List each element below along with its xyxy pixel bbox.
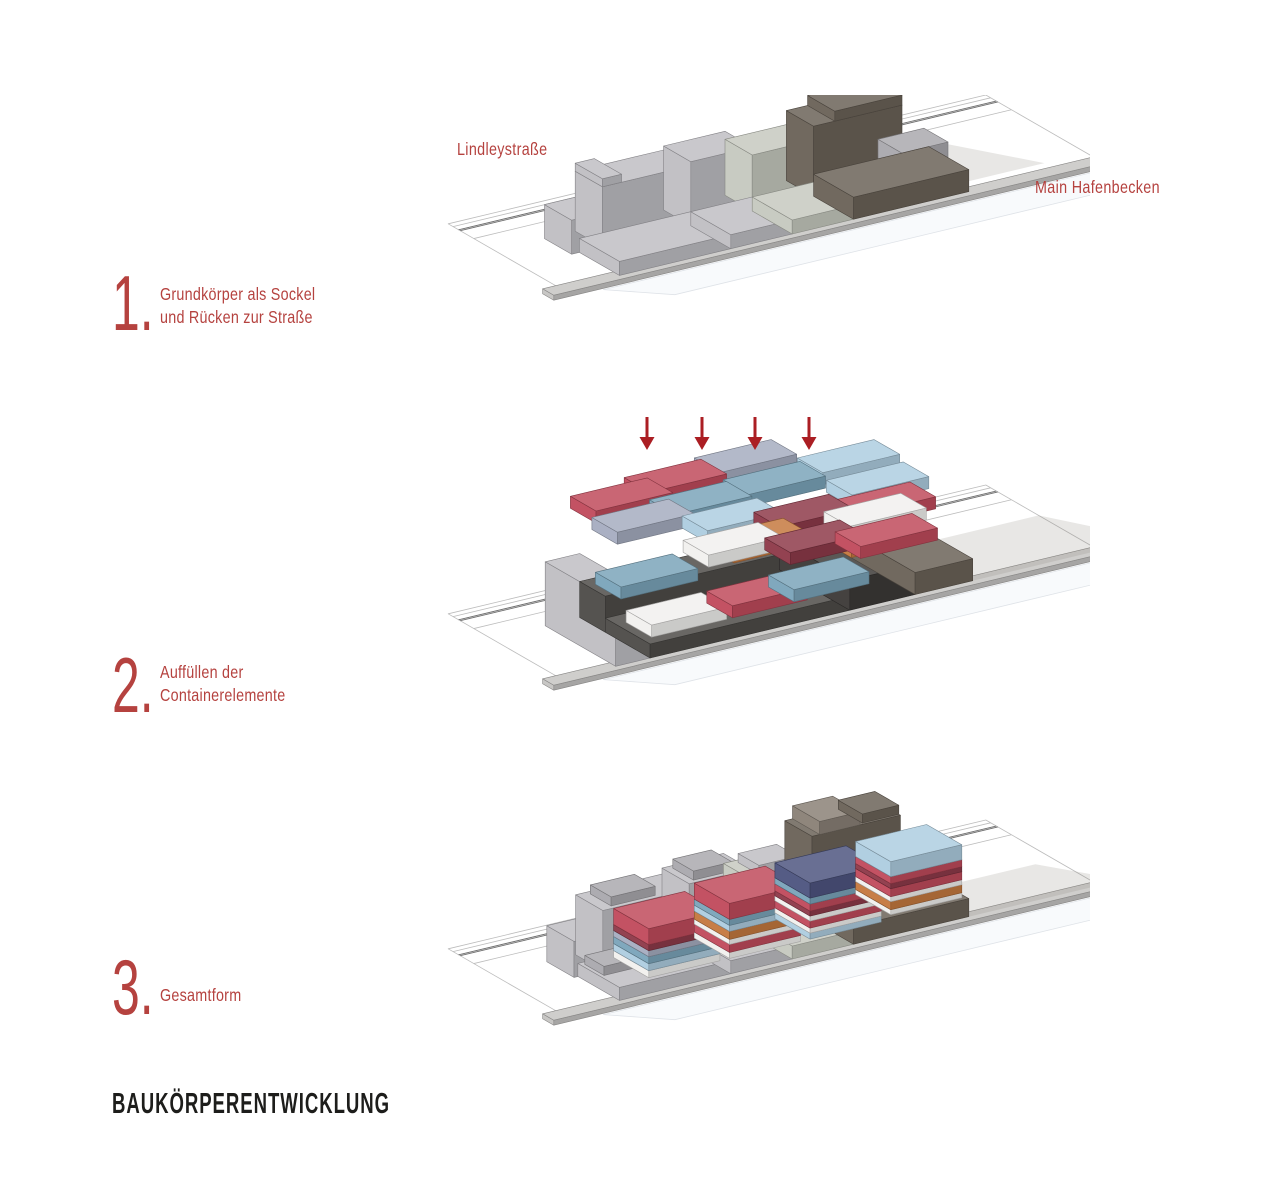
step-caption-line: Grundkörper als Sockel — [160, 284, 316, 304]
step2-containers-diagram — [447, 417, 1090, 691]
street-label: Lindleystraße — [457, 139, 548, 159]
page-title: BAUKÖRPERENTWICKLUNG — [112, 1088, 390, 1120]
step3-final-form-diagram — [447, 791, 1090, 1026]
step-number: 3. — [112, 943, 154, 1031]
step-caption-line: Containerelemente — [160, 685, 286, 705]
step-number: 2. — [112, 641, 154, 729]
basin-label: Main Hafenbecken — [1035, 177, 1160, 197]
step-caption-line: und Rücken zur Straße — [160, 307, 313, 327]
step-number: 1. — [112, 259, 154, 347]
step-caption: Grundkörper als Sockel und Rücken zur St… — [160, 283, 315, 329]
step-caption-line: Auffüllen der — [160, 662, 244, 682]
step-caption-line: Gesamtform — [160, 985, 242, 1005]
step-caption: Auffüllen der Containerelemente — [160, 661, 285, 707]
step1-massing-diagram — [447, 95, 1090, 301]
step-caption: Gesamtform — [160, 984, 241, 1007]
